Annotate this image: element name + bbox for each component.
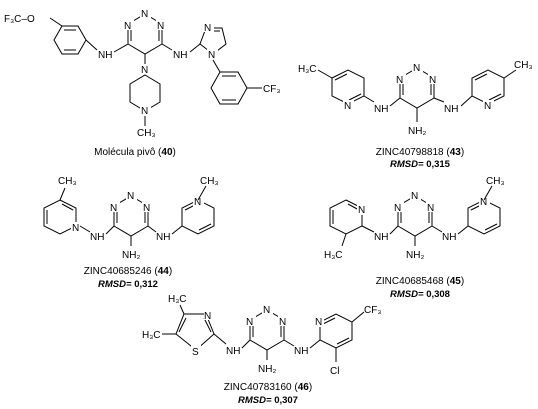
molecule-45-structure: N H₃C NH N N N NH₂ NH N CH₃ [324, 176, 505, 261]
atom-nh: NH [444, 104, 458, 115]
molecule-44-structure: CH₃ N NH N N N NH₂ NH N CH₃ [43, 176, 219, 261]
molecule-40-structure: F₃C–O NH N N N N N CH₃ NH N N [4, 8, 280, 139]
atom-n: N [141, 65, 148, 76]
atom-n: N [279, 317, 286, 328]
atom-nh2: NH₂ [122, 250, 140, 261]
atom-nh: NH [173, 50, 187, 61]
atom-ch3: CH₃ [137, 128, 156, 139]
atom-n: N [480, 197, 487, 208]
atom-nh: NH [90, 232, 104, 243]
molecule-43-caption: ZINC40798818 (43) [376, 147, 464, 158]
atom-n: N [427, 203, 434, 214]
atom-n: N [358, 205, 365, 216]
atom-n: N [429, 75, 436, 86]
atom-h3c: H₃C [298, 64, 317, 75]
molecule-45-caption: ZINC40685468 (45) [376, 276, 464, 287]
atom-n: N [411, 191, 418, 202]
atom-h3c: H₃C [324, 250, 343, 261]
atom-n: N [110, 203, 117, 214]
atom-n: N [263, 305, 270, 316]
atom-n: N [204, 23, 211, 34]
atom-n: N [72, 223, 79, 234]
atom-n: N [141, 9, 148, 20]
atom-ch3: CH₃ [514, 60, 533, 71]
atom-s: S [192, 347, 199, 358]
atom-cf3: CF₃ [263, 84, 280, 95]
atom-ch3: CH₃ [58, 176, 77, 187]
molecule-44-rmsd: RMSD= 0,312 [98, 279, 158, 290]
atom-n: N [141, 106, 148, 117]
atom-cl: Cl [330, 366, 339, 377]
atom-n: N [127, 191, 134, 202]
atom-nh: NH [374, 104, 388, 115]
atom-nh: NH [156, 232, 170, 243]
molecule-40-caption: Molécula pivô (40) [94, 147, 176, 158]
atom-n: N [204, 311, 211, 322]
atom-nh2: NH₂ [258, 364, 276, 375]
atom-nh: NH [442, 232, 456, 243]
atom-n: N [344, 101, 351, 112]
atom-nh: NH [294, 346, 308, 357]
atom-n: N [157, 21, 164, 32]
molecule-46-caption: ZINC40783160 (46) [224, 382, 312, 393]
atom-n: N [208, 50, 215, 61]
molecule-44-caption: ZINC40685246 (44) [84, 266, 172, 277]
atom-n: N [484, 101, 491, 112]
atom-n: N [396, 75, 403, 86]
atom-nh2: NH₂ [406, 250, 424, 261]
atom-ch3: CH₃ [200, 176, 219, 187]
atom-nh: NH [226, 346, 240, 357]
atom-n: N [315, 317, 322, 328]
atom-nh2: NH₂ [408, 126, 426, 137]
atom-n: N [194, 197, 201, 208]
atom-n: N [124, 21, 131, 32]
atom-nh: NH [374, 232, 388, 243]
atom-n: N [413, 63, 420, 74]
atom-n: N [143, 203, 150, 214]
molecule-43-structure: H₃C N NH N N N NH₂ NH N CH₃ [298, 60, 533, 137]
molecule-46-rmsd: RMSD= 0,307 [238, 395, 298, 406]
atom-h3c: H₃C [168, 294, 187, 305]
atom-ch3: CH₃ [486, 176, 505, 187]
molecule-45-rmsd: RMSD= 0,308 [390, 289, 450, 300]
molecule-43-rmsd: RMSD= 0,315 [390, 159, 451, 170]
atom-f3co: F₃C–O [4, 14, 35, 25]
atom-cf3: CF₃ [364, 305, 381, 316]
molecule-46-structure: H₃C H₃C N S NH N N N NH₂ NH N CF₃ [142, 294, 381, 377]
atom-nh: NH [98, 50, 112, 61]
atom-n: N [246, 317, 253, 328]
atom-n: N [394, 203, 401, 214]
atom-h3c: H₃C [142, 330, 161, 341]
